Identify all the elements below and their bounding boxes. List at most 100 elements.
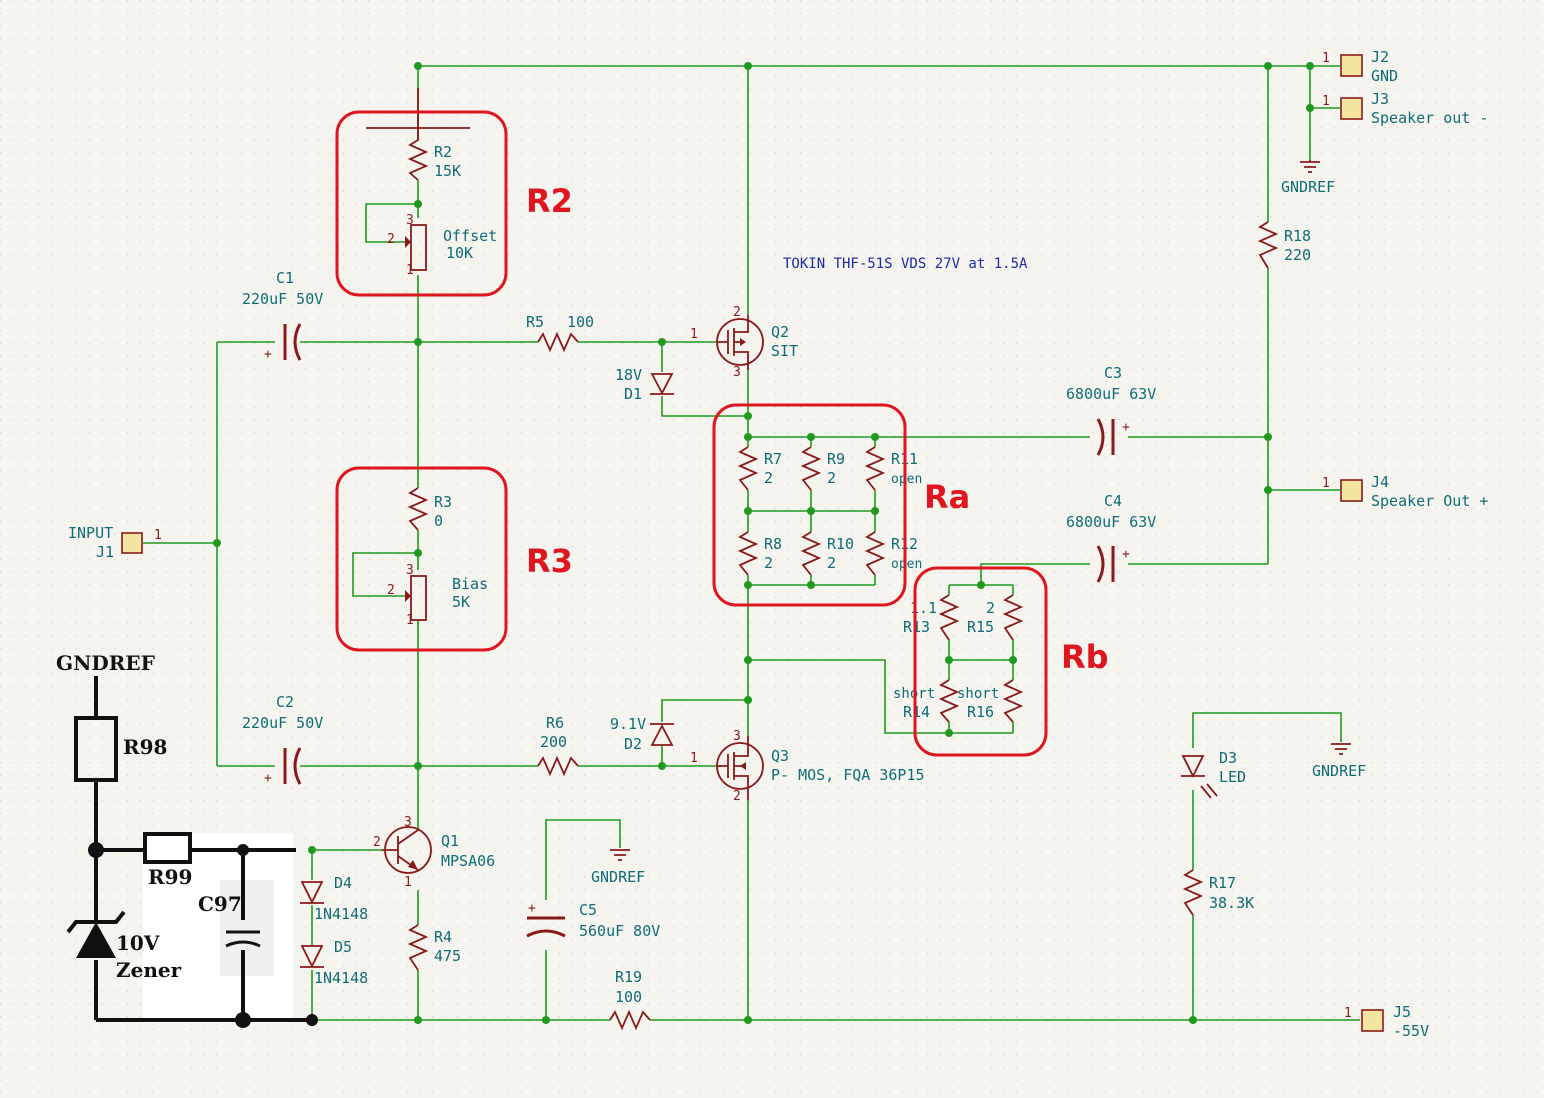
resistor-r13[interactable]: 1.1 R13 (903, 594, 960, 641)
resistor-r6[interactable]: R6 200 (537, 714, 579, 777)
svg-text:GNDREF: GNDREF (591, 868, 645, 886)
overlay-r98: R98 (123, 735, 167, 759)
gndref-symbol-top: GNDREF (1281, 160, 1335, 196)
q1-value: MPSA06 (441, 852, 495, 870)
c4-ref: C4 (1104, 492, 1122, 510)
led-d3[interactable]: D3 LED (1181, 749, 1246, 799)
transistor-q1[interactable]: 2 3 1 Q1 MPSA06 (373, 815, 495, 890)
d5-value: 1N4148 (314, 969, 368, 987)
j3-value: Speaker out - (1371, 109, 1488, 127)
r4-value: 475 (434, 947, 461, 965)
c2-ref: C2 (276, 693, 294, 711)
connector-j5[interactable]: 1 J5 -55V (1344, 1003, 1429, 1040)
q2-ref: Q2 (771, 323, 789, 341)
c1-value: 220uF 50V (242, 290, 323, 308)
transistor-q3[interactable]: 1 3 2 Q3 P- MOS, FQA 36P15 (690, 729, 925, 804)
capacitor-c4[interactable]: + C4 6800uF 63V (1066, 492, 1156, 583)
transistor-q2[interactable]: 1 2 3 Q2 SIT (690, 305, 798, 380)
r18-ref: R18 (1284, 227, 1311, 245)
q1-ref: Q1 (441, 832, 459, 850)
resistor-r5[interactable]: R5 100 (526, 313, 594, 353)
d4-ref: D4 (334, 874, 352, 892)
capacitor-c1[interactable]: + C1 220uF 50V (242, 269, 323, 362)
q1-pin1: 1 (404, 875, 412, 890)
d1-value: 18V (615, 366, 642, 384)
connector-j2[interactable]: 1 J2 GND (1322, 48, 1398, 85)
r9-ref: R9 (827, 450, 845, 468)
highlight-rb: Rb (913, 566, 1109, 757)
r16-value: short (957, 686, 999, 702)
diode-d5[interactable]: D5 1N4148 (300, 938, 368, 987)
rv2-value2: 5K (452, 593, 470, 611)
resistor-r7[interactable]: R7 2 (737, 446, 782, 491)
svg-text:+: + (528, 901, 536, 916)
resistor-r4[interactable]: R4 475 (407, 924, 461, 971)
svg-text:+: + (264, 347, 272, 362)
q1-pin3: 3 (404, 815, 412, 830)
svg-text:1: 1 (1322, 51, 1330, 66)
r10-value: 2 (827, 554, 836, 572)
mosfet-note: TOKIN THF-51S VDS 27V at 1.5A (783, 256, 1028, 272)
r15-ref: R15 (967, 618, 994, 636)
resistor-r9[interactable]: R9 2 (800, 446, 845, 491)
j5-ref: J5 (1393, 1003, 1411, 1021)
rv1-value1: Offset (443, 227, 497, 245)
connector-j3[interactable]: 1 J3 Speaker out - (1322, 90, 1488, 127)
connector-j1[interactable]: 1 INPUT J1 (68, 524, 162, 561)
svg-text:+: + (1122, 547, 1130, 562)
gndref-symbol-led: GNDREF (1312, 743, 1366, 780)
j1-value: INPUT (68, 524, 113, 542)
overlay-zener-supply: GNDREF R98 R99 C97 10V Zener (56, 651, 318, 1028)
d5-ref: D5 (334, 938, 352, 956)
rv2-pin2: 2 (387, 583, 395, 598)
highlight-ra: Ra (712, 403, 970, 607)
resistor-r3[interactable]: R3 0 (407, 487, 452, 531)
connector-j4[interactable]: 1 J4 Speaker Out + (1322, 473, 1488, 510)
d3-ref: D3 (1219, 749, 1237, 767)
potentiometer-bias[interactable]: 3 2 1 Bias 5K (387, 563, 488, 628)
resistor-r2[interactable]: R2 15K (366, 88, 470, 181)
rv1-pin3: 3 (406, 213, 414, 228)
c1-ref: C1 (276, 269, 294, 287)
r5-value: 100 (567, 313, 594, 331)
d2-ref: D2 (624, 735, 642, 753)
capacitor-c5[interactable]: + C5 560uF 80V (526, 901, 660, 940)
resistor-r17[interactable]: R17 38.3K (1182, 869, 1254, 916)
svg-text:1: 1 (1322, 476, 1330, 491)
r6-value: 200 (540, 733, 567, 751)
resistor-r10[interactable]: R10 2 (800, 531, 854, 576)
potentiometer-offset[interactable]: 3 2 1 Offset 10K (387, 213, 497, 278)
gndref-symbol-c5: GNDREF (591, 849, 645, 886)
diode-d4[interactable]: D4 1N4148 (300, 874, 368, 923)
r5-ref: R5 (526, 313, 544, 331)
r7-value: 2 (764, 469, 773, 487)
capacitor-c3[interactable]: + C3 6800uF 63V (1066, 364, 1156, 456)
c3-value: 6800uF 63V (1066, 385, 1156, 403)
rv2-pin3: 3 (406, 563, 414, 578)
rv2-value1: Bias (452, 575, 488, 593)
resistor-r15[interactable]: 2 R15 (967, 594, 1024, 641)
d1-ref: D1 (624, 385, 642, 403)
q2-pin1: 1 (690, 327, 698, 342)
svg-text:R2: R2 (526, 182, 573, 220)
r14-ref: R14 (903, 703, 930, 721)
r2-value: 15K (434, 162, 461, 180)
resistor-r16[interactable]: short R16 (957, 679, 1024, 723)
resistor-r18[interactable]: R18 220 (1257, 221, 1311, 269)
diode-d1[interactable]: 18V D1 (615, 366, 674, 403)
svg-text:GNDREF: GNDREF (1312, 762, 1366, 780)
q1-pin2: 2 (373, 835, 381, 850)
r6-ref: R6 (546, 714, 564, 732)
junctions (213, 62, 1314, 1024)
r19-value: 100 (615, 988, 642, 1006)
r10-ref: R10 (827, 535, 854, 553)
resistor-r8[interactable]: R8 2 (737, 531, 782, 576)
rv1-pin1: 1 (406, 263, 414, 278)
capacitor-c2[interactable]: + C2 220uF 50V (242, 693, 323, 786)
r18-value: 220 (1284, 246, 1311, 264)
q2-value: SIT (771, 342, 798, 360)
resistor-r19[interactable]: R19 100 (609, 968, 651, 1031)
diode-d2[interactable]: 9.1V D2 (610, 715, 674, 753)
c3-ref: C3 (1104, 364, 1122, 382)
